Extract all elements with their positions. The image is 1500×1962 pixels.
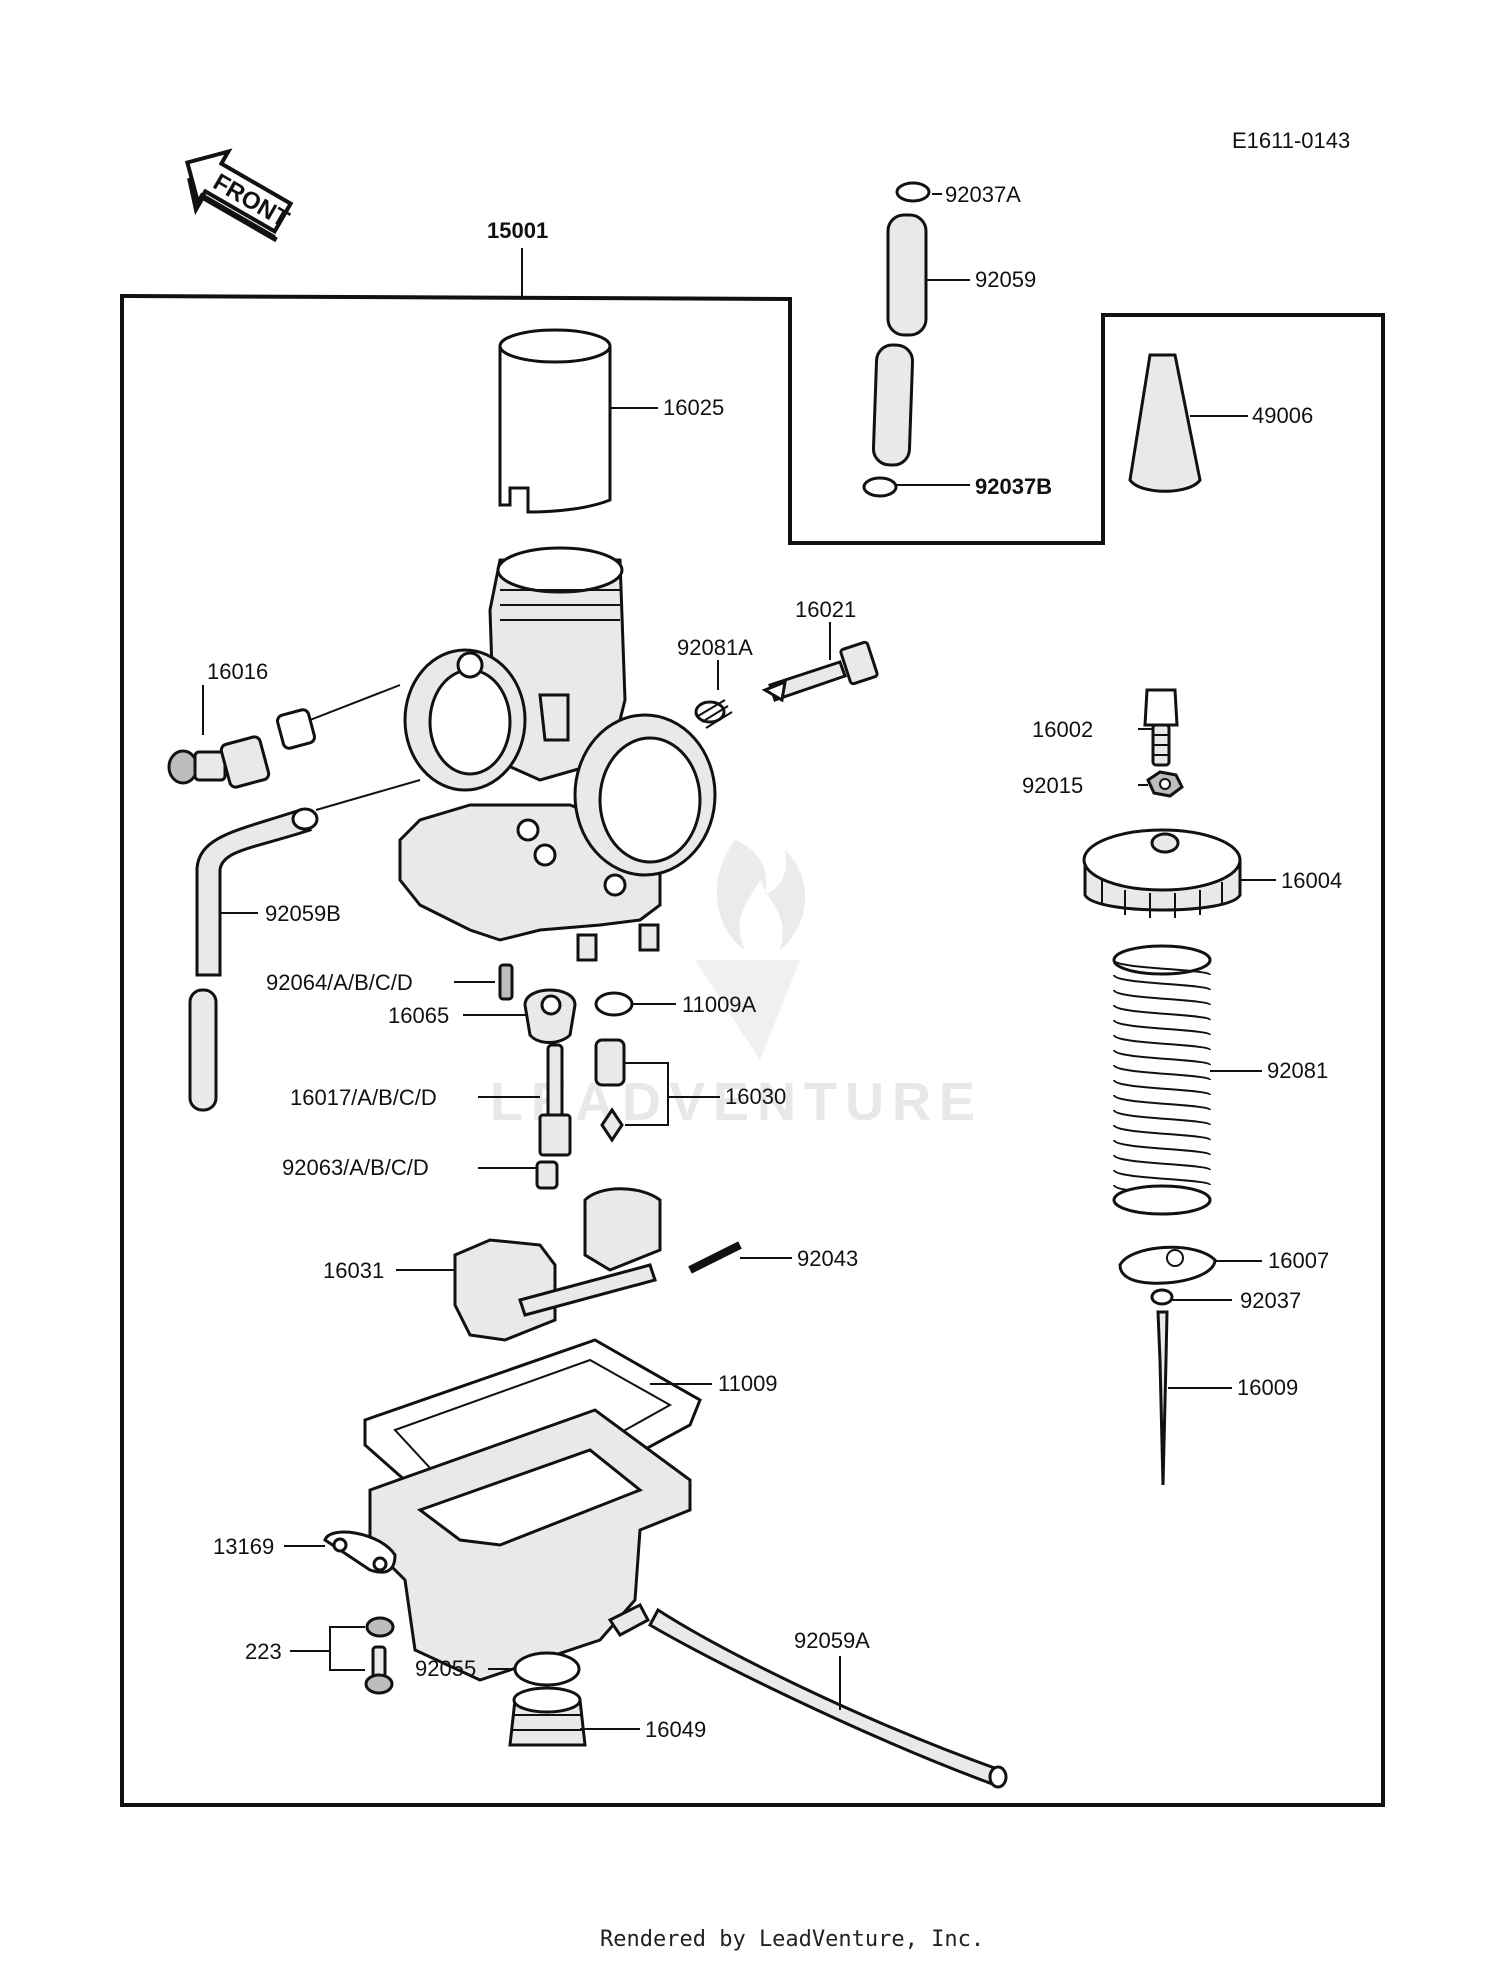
part-16007-retainer bbox=[1118, 1245, 1217, 1285]
label-92081: 92081 bbox=[1267, 1058, 1328, 1083]
part-92081-spring bbox=[1112, 944, 1212, 1216]
label-92043: 92043 bbox=[797, 1246, 858, 1271]
part-16049-plug bbox=[508, 1686, 587, 1747]
part-92059B-hose bbox=[188, 779, 421, 1112]
label-223: 223 bbox=[245, 1639, 282, 1664]
part-92015-nut bbox=[1146, 770, 1184, 798]
part-16021-air-screw bbox=[761, 640, 879, 703]
label-16030: 16030 bbox=[725, 1084, 786, 1109]
part-49006-cone bbox=[1128, 353, 1202, 493]
part-16025-valve bbox=[498, 328, 612, 514]
footer-credit: Rendered by LeadVenture, Inc. bbox=[600, 1927, 984, 1952]
label-92063: 92063/A/B/C/D bbox=[282, 1155, 429, 1180]
label-16025: 16025 bbox=[663, 395, 724, 420]
label-16007: 16007 bbox=[1268, 1248, 1329, 1273]
label-92059: 92059 bbox=[975, 267, 1036, 292]
part-92059-tube bbox=[871, 213, 928, 467]
part-16030-jets bbox=[594, 1038, 626, 1143]
label-16031: 16031 bbox=[323, 1258, 384, 1283]
part-92081A-spring bbox=[694, 699, 733, 729]
label-11009: 11009 bbox=[718, 1371, 778, 1396]
part-16065-holder bbox=[523, 988, 577, 1044]
part-92063-main-jet bbox=[535, 1160, 559, 1190]
label-92055: 92055 bbox=[415, 1656, 476, 1681]
part-223-screws bbox=[364, 1616, 395, 1695]
part-16017-needle-jet bbox=[538, 1043, 572, 1157]
label-92037B: 92037B bbox=[975, 474, 1052, 499]
watermark: LEADVENTURE bbox=[490, 840, 975, 1132]
part-16031-float bbox=[453, 1187, 662, 1342]
part-16016-screw bbox=[167, 684, 401, 789]
label-92081A: 92081A bbox=[677, 635, 753, 660]
label-16065: 16065 bbox=[388, 1003, 449, 1028]
label-13169: 13169 bbox=[213, 1534, 274, 1559]
assembly-frame bbox=[120, 293, 1385, 1807]
part-11009A-gasket bbox=[594, 991, 634, 1017]
part-16002-adjuster bbox=[1143, 688, 1179, 767]
label-16009: 16009 bbox=[1237, 1375, 1298, 1400]
part-92064-screw bbox=[498, 963, 514, 1001]
label-11009A: 11009A bbox=[682, 992, 757, 1017]
diagram-code: E1611-0143 bbox=[1232, 128, 1350, 153]
part-92055-oring bbox=[513, 1651, 581, 1687]
label-16049: 16049 bbox=[645, 1717, 706, 1742]
part-92037A-clamp bbox=[895, 181, 931, 203]
label-16004: 16004 bbox=[1281, 868, 1342, 893]
label-92064: 92064/A/B/C/D bbox=[266, 970, 413, 995]
label-49006: 49006 bbox=[1252, 403, 1313, 428]
label-16002: 16002 bbox=[1032, 717, 1093, 742]
label-16016: 16016 bbox=[207, 659, 268, 684]
part-92043-pin bbox=[688, 1241, 742, 1274]
part-16004-cap bbox=[1082, 828, 1242, 918]
label-16021: 16021 bbox=[795, 597, 856, 622]
part-92037-clip bbox=[1150, 1288, 1174, 1306]
part-16009-needle bbox=[1156, 1310, 1169, 1486]
label-92059A: 92059A bbox=[794, 1628, 870, 1653]
part-92037B-clamp bbox=[862, 476, 898, 498]
leader-lines bbox=[202, 193, 1276, 1730]
part-labels: 92037A 92059 16025 49006 92037B 16021 92… bbox=[207, 182, 1342, 1742]
part-92059A-hose bbox=[607, 1603, 1008, 1789]
assembly-label: 15001 bbox=[487, 218, 548, 243]
label-16017: 16017/A/B/C/D bbox=[290, 1085, 437, 1110]
label-92037A: 92037A bbox=[945, 182, 1021, 207]
label-92059B: 92059B bbox=[265, 901, 341, 926]
part-13169-plate bbox=[323, 1530, 397, 1574]
label-92015: 92015 bbox=[1022, 773, 1083, 798]
part-carburetor-body bbox=[398, 546, 717, 962]
front-arrow: FRONT bbox=[184, 148, 294, 243]
label-92037: 92037 bbox=[1240, 1288, 1301, 1313]
